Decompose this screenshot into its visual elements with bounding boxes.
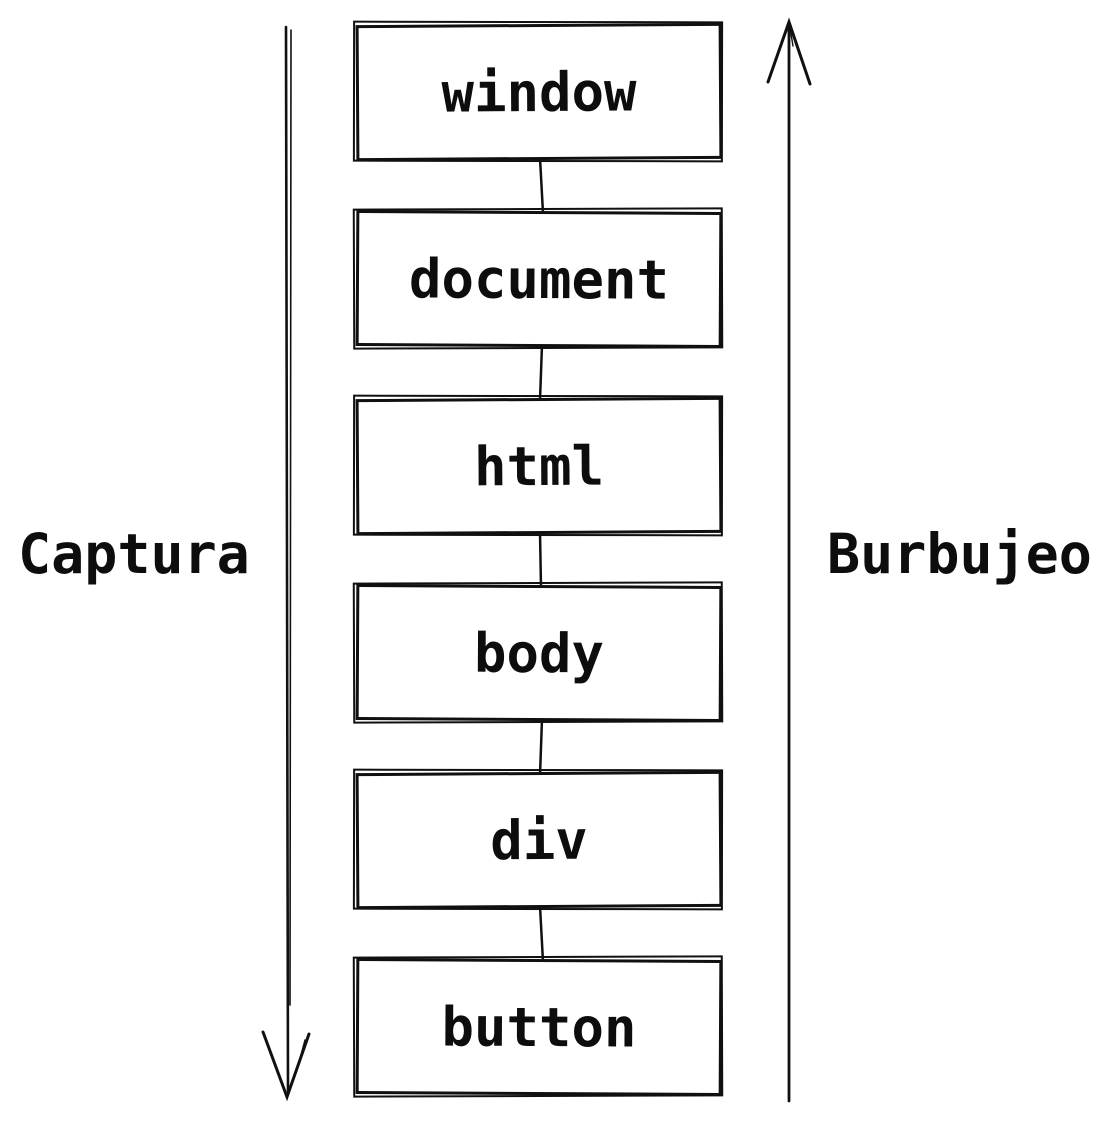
node-button: button (355, 958, 723, 1096)
node-window-label: window (441, 59, 637, 125)
node-html: html (355, 396, 723, 536)
node-div-label: div (490, 808, 588, 872)
arrow-up-icon (766, 17, 812, 1103)
bubble-phase-label: Burbujeo (827, 522, 1092, 586)
node-html-label: html (473, 434, 605, 498)
connector-line (538, 530, 543, 590)
node-document: document (355, 210, 723, 348)
node-body-label: body (473, 621, 605, 685)
node-div: div (355, 770, 723, 910)
arrow-down-icon (261, 25, 311, 1102)
connector-line (538, 904, 545, 964)
connector-line (538, 717, 544, 777)
node-document-label: document (408, 246, 670, 312)
node-body: body (355, 584, 723, 722)
node-window: window (355, 22, 723, 162)
capture-phase-label: Captura (18, 522, 250, 586)
connector-line (538, 343, 544, 402)
node-button-label: button (441, 994, 637, 1060)
connector-line (538, 156, 545, 215)
